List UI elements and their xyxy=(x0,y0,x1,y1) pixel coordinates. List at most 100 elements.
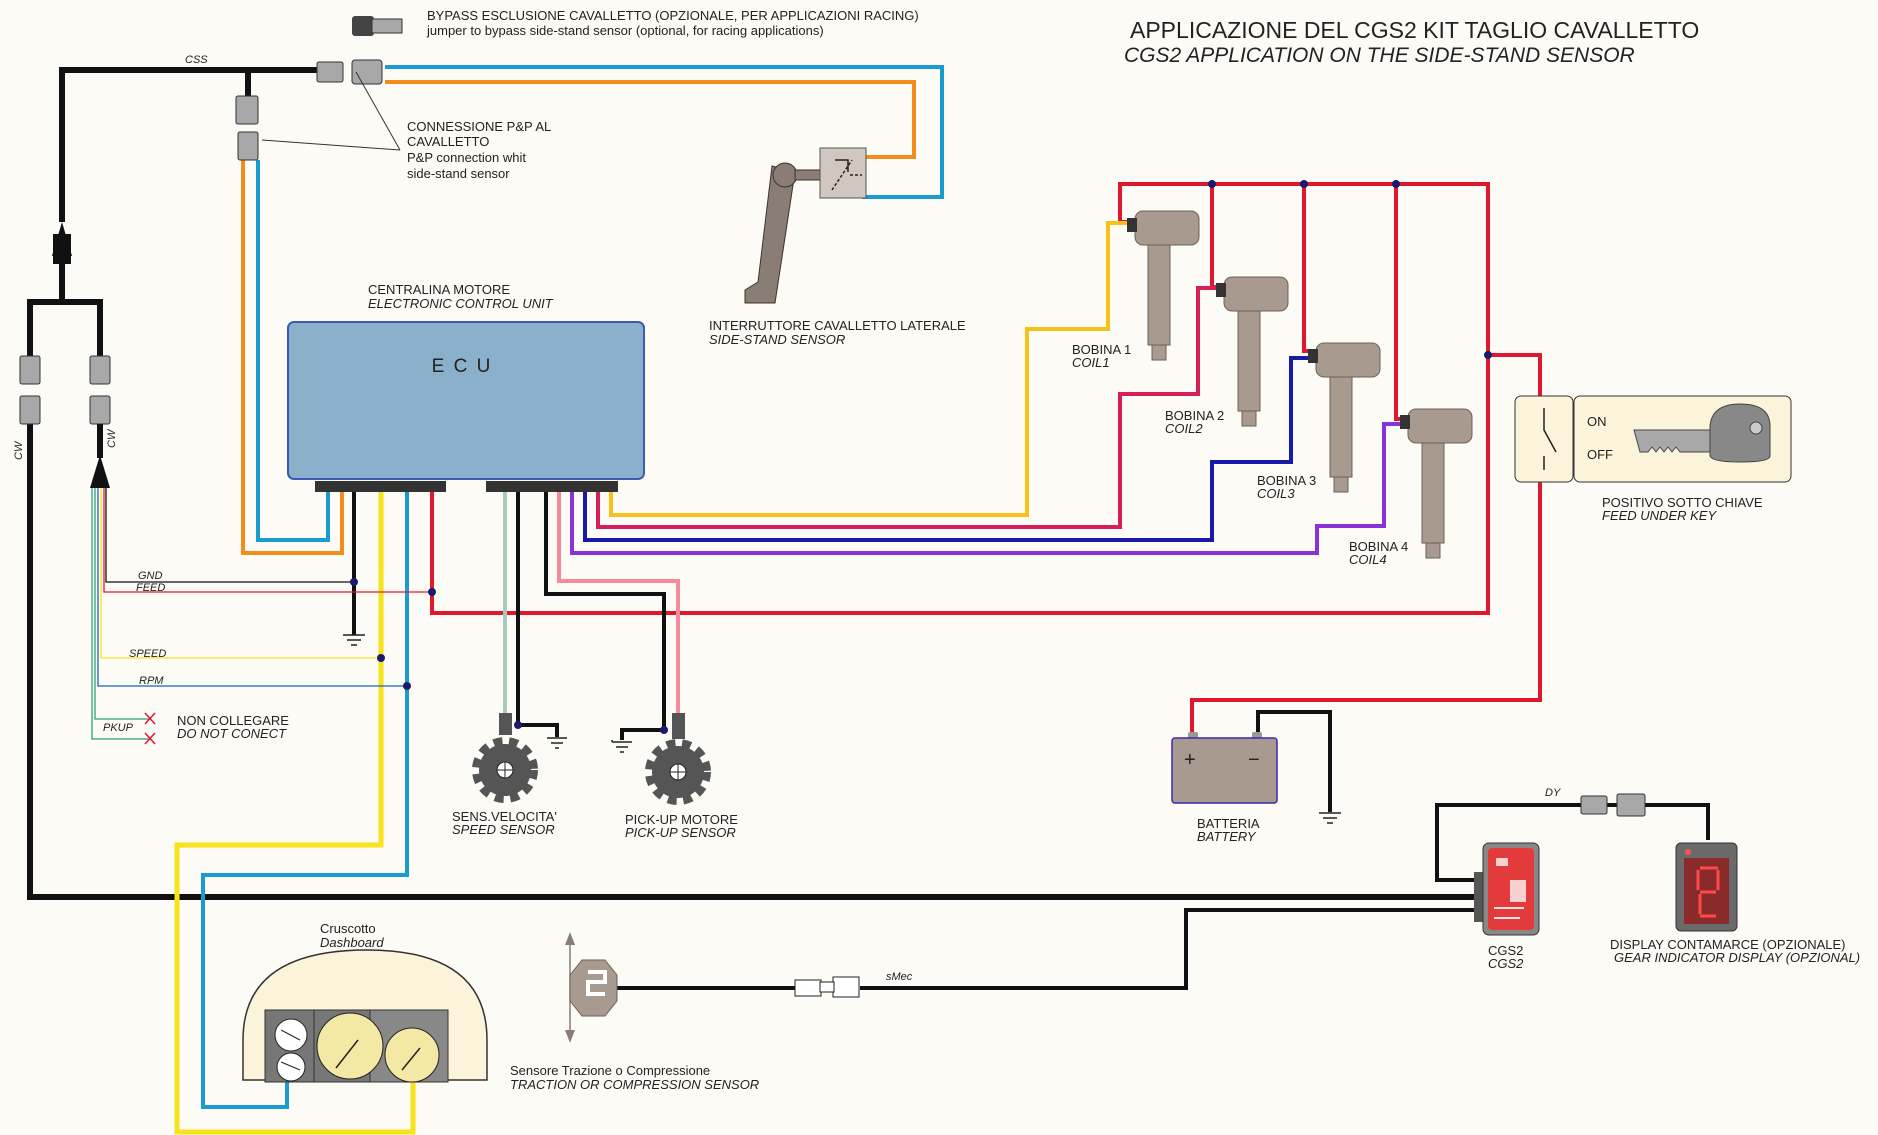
coil3-label-it: BOBINA 3 xyxy=(1257,473,1316,488)
pnp-l4: side-stand sensor xyxy=(407,166,510,181)
cw-wire-label-left: CW xyxy=(13,440,25,460)
gear-display xyxy=(1675,842,1738,932)
noconnect-it: NON COLLEGARE xyxy=(177,713,289,728)
bypass-jumper xyxy=(352,16,403,36)
ecu-connector-right xyxy=(486,481,618,492)
battery-label-it: BATTERIA xyxy=(1197,816,1260,831)
ecu: E C U xyxy=(287,321,645,492)
wire-pickup-pink xyxy=(557,491,680,713)
cw-wire-label-right: CW xyxy=(106,428,118,448)
key-icon xyxy=(1633,403,1771,463)
dy-connectors xyxy=(1580,793,1646,817)
css-wire-label: CSS xyxy=(185,54,208,66)
pnp-l1: CONNESSIONE P&P AL xyxy=(407,119,551,134)
sidestand-label-en: SIDE-STAND SENSOR xyxy=(709,332,845,347)
coil-3 xyxy=(1308,342,1381,493)
noconnect-en: DO NOT CONECT xyxy=(177,726,287,741)
key-on-label: ON xyxy=(1587,414,1607,429)
coil-2 xyxy=(1216,276,1289,427)
harness-split-block xyxy=(53,234,71,264)
ground-icon-pickup xyxy=(612,741,632,753)
pickup-sensor-gear xyxy=(645,713,711,805)
dashboard xyxy=(242,949,488,1083)
ground-icon-ecu xyxy=(343,634,365,646)
ecu-label-it: CENTRALINA MOTORE xyxy=(368,282,510,297)
wire-yellow-dashboard xyxy=(174,491,416,1135)
css-connectors xyxy=(19,59,383,425)
key-label-it: POSITIVO SOTTO CHIAVE xyxy=(1602,495,1763,510)
ground-icon-battery xyxy=(1319,812,1341,824)
title-en: CGS2 APPLICATION ON THE SIDE-STAND SENSO… xyxy=(1124,44,1635,67)
battery-body xyxy=(1171,737,1278,804)
side-stand-sensor xyxy=(744,147,867,304)
traction-sensor xyxy=(565,932,618,1043)
harness-split-cw xyxy=(90,455,110,488)
display-label-it: DISPLAY CONTAMARCE (OPZIONALE) xyxy=(1610,937,1846,952)
wire-thin-rpm xyxy=(97,488,407,687)
coil3-label-en: COIL3 xyxy=(1257,486,1295,501)
coil-1 xyxy=(1127,210,1200,361)
bypass-en: jumper to bypass side-stand sensor (opti… xyxy=(426,23,824,38)
battery-plus: + xyxy=(1184,749,1196,771)
speed-sensor-en: SPEED SENSOR xyxy=(452,822,555,837)
traction-label-it: Sensore Trazione o Compressione xyxy=(510,1063,710,1078)
wire-css-black xyxy=(27,67,1475,900)
speed-sensor-it: SENS.VELOCITA' xyxy=(452,809,557,824)
cw-stub xyxy=(97,424,103,458)
no-connect-marks xyxy=(144,712,156,745)
coil4-label-it: BOBINA 4 xyxy=(1349,539,1408,554)
battery xyxy=(1171,732,1278,804)
wire-speed-black xyxy=(516,491,559,737)
ecu-box-label: E C U xyxy=(432,356,493,377)
key-label-en: FEED UNDER KEY xyxy=(1602,508,1717,523)
wire-thin-gnd xyxy=(105,488,354,583)
bypass-it: BYPASS ESCLUSIONE CAVALLETTO (OPZIONALE,… xyxy=(427,8,919,23)
wire-coil4-purple xyxy=(570,422,1406,555)
feed-wire-label: FEED xyxy=(136,582,165,594)
wire-thin-speed xyxy=(100,488,381,659)
wire-pickup-black xyxy=(544,491,666,740)
rpm-wire-label: RPM xyxy=(139,675,164,687)
coil4-label-en: COIL4 xyxy=(1349,552,1387,567)
battery-label-en: BATTERY xyxy=(1197,829,1257,844)
wire-coil1-yellow xyxy=(609,221,1131,517)
pickup-it: PICK-UP MOTORE xyxy=(625,812,738,827)
ecu-box xyxy=(287,321,645,480)
dashboard-label-it: Cruscotto xyxy=(320,921,376,936)
wire-coil3-navy xyxy=(583,356,1314,542)
wire-thin-pkup2 xyxy=(91,488,150,740)
coil-4 xyxy=(1400,408,1473,559)
speed-wire-label: SPEED xyxy=(129,648,166,660)
wire-orange-sidestand xyxy=(385,80,916,159)
battery-minus: − xyxy=(1248,749,1260,771)
ground-icon-speed xyxy=(547,737,567,749)
key-switch-box xyxy=(1514,395,1574,483)
coil2-label-it: BOBINA 2 xyxy=(1165,408,1224,423)
coil2-label-en: COIL2 xyxy=(1165,421,1203,436)
cgs2-label-en: CGS2 xyxy=(1488,956,1524,971)
wire-cyan-dashboard xyxy=(201,491,409,1109)
junctions xyxy=(350,180,1492,734)
display-label-en: GEAR INDICATOR DISPLAY (OPZIONAL) xyxy=(1614,950,1860,965)
pnp-leader xyxy=(261,71,401,151)
wire-cyan-sidestand xyxy=(385,65,944,199)
wire-coil2-magenta xyxy=(596,286,1222,529)
dashboard-label-en: Dashboard xyxy=(320,935,384,950)
wire-smec xyxy=(617,908,1475,990)
pnp-l3: P&P connection whit xyxy=(407,150,526,165)
sidestand-label-it: INTERRUTTORE CAVALLETTO LATERALE xyxy=(709,318,966,333)
pnp-l2: CAVALLETTO xyxy=(407,134,489,149)
title-it: APPLICAZIONE DEL CGS2 KIT TAGLIO CAVALLE… xyxy=(1130,17,1699,43)
wire-dy xyxy=(1435,803,1710,882)
coil1-label-en: COIL1 xyxy=(1072,355,1110,370)
wire-battery-gnd xyxy=(1256,710,1332,812)
wire-thin-feed xyxy=(103,488,432,593)
labels: APPLICAZIONE DEL CGS2 KIT TAGLIO CAVALLE… xyxy=(13,8,1860,1092)
speed-sensor-gear xyxy=(472,713,538,803)
traction-label-en: TRACTION OR COMPRESSION SENSOR xyxy=(510,1077,759,1092)
ground-symbols xyxy=(343,634,1341,824)
cgs2-module xyxy=(1474,842,1540,936)
wire-orange-ecu xyxy=(241,160,344,555)
pkup-wire-label: PKUP xyxy=(103,722,134,734)
